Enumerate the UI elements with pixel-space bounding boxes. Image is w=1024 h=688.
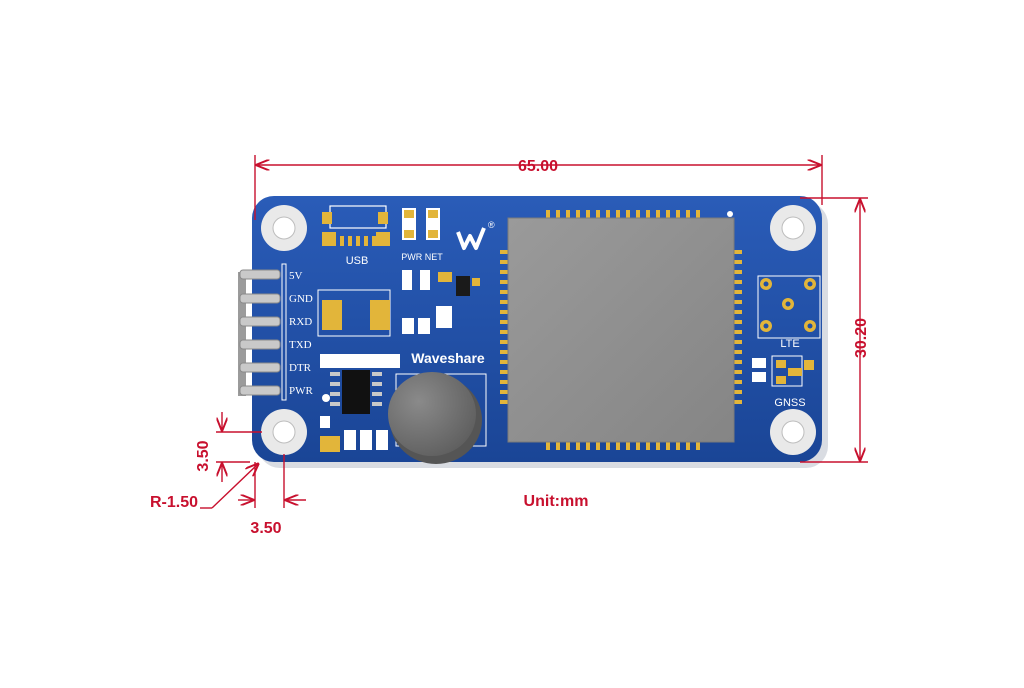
waveshare-logo-icon (456, 227, 486, 250)
buzzer (388, 372, 487, 464)
status-leds (402, 208, 440, 240)
mounting-hole-bottom-right (770, 409, 816, 455)
waveshare-brand-text: Waveshare (411, 350, 485, 366)
lte-antenna-connector (757, 275, 821, 339)
corner-radius-label: R-1.50 (150, 494, 198, 511)
hole-offset-x-label: 3.50 (250, 520, 281, 537)
mounting-hole-bottom-left (261, 409, 307, 455)
usb-connector (322, 205, 390, 246)
gnss-label: GNSS (774, 397, 805, 409)
ic-chip (320, 354, 400, 452)
usb-label: USB (346, 255, 369, 267)
registered-mark: ® (488, 220, 495, 230)
lte-module (500, 210, 742, 450)
corner-radius-leader (200, 464, 258, 509)
unit-label: Unit:mm (524, 493, 589, 510)
gnss-connector (752, 355, 814, 387)
pin-label-txd: TXD (289, 339, 312, 351)
width-dimension (254, 155, 823, 220)
pin-label-5v: 5V (289, 270, 303, 282)
mounting-hole-top-left (261, 205, 307, 251)
component-cluster-left (317, 270, 480, 337)
height-dimension-label: 30.20 (853, 318, 870, 358)
pin-label-gnd: GND (289, 293, 313, 305)
pwr-net-label: PWR NET (401, 252, 443, 262)
pin-label-rxd: RXD (289, 316, 312, 328)
pin-labels: 5V GND RXD TXD DTR PWR (289, 270, 314, 397)
lte-label: LTE (780, 338, 799, 350)
mounting-hole-top-right (770, 205, 816, 251)
hole-offset-y-dimension (216, 412, 262, 482)
pin-header (238, 263, 287, 401)
pin-label-pwr: PWR (289, 385, 314, 397)
hole-offset-y-label: 3.50 (195, 440, 212, 471)
width-dimension-label: 65.00 (518, 158, 558, 175)
pin-label-dtr: DTR (289, 362, 312, 374)
height-dimension (800, 197, 868, 463)
